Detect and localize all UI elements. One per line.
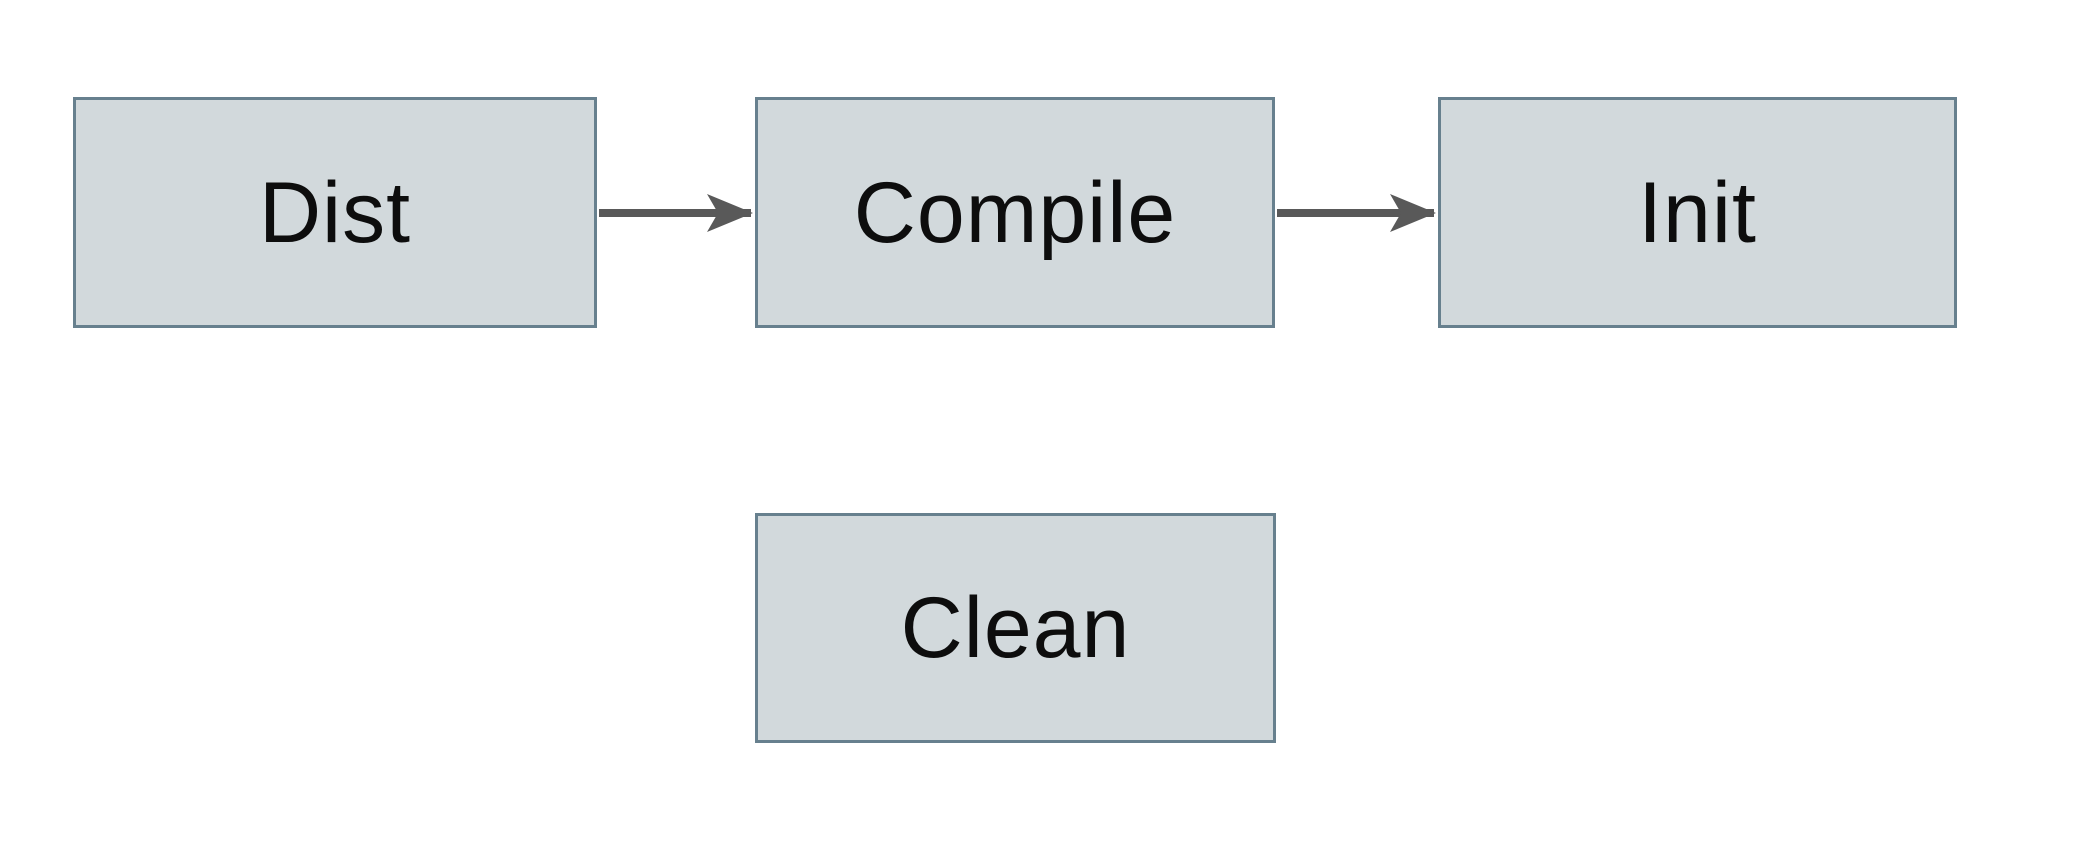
node-clean[interactable]: Clean <box>755 513 1276 743</box>
node-compile-label: Compile <box>853 164 1177 261</box>
node-clean-label: Clean <box>900 580 1131 676</box>
node-dist-label: Dist <box>258 164 412 261</box>
node-init-label: Init <box>1638 164 1757 261</box>
node-dist[interactable]: Dist <box>73 97 597 328</box>
node-init[interactable]: Init <box>1438 97 1957 328</box>
node-compile[interactable]: Compile <box>755 97 1275 328</box>
